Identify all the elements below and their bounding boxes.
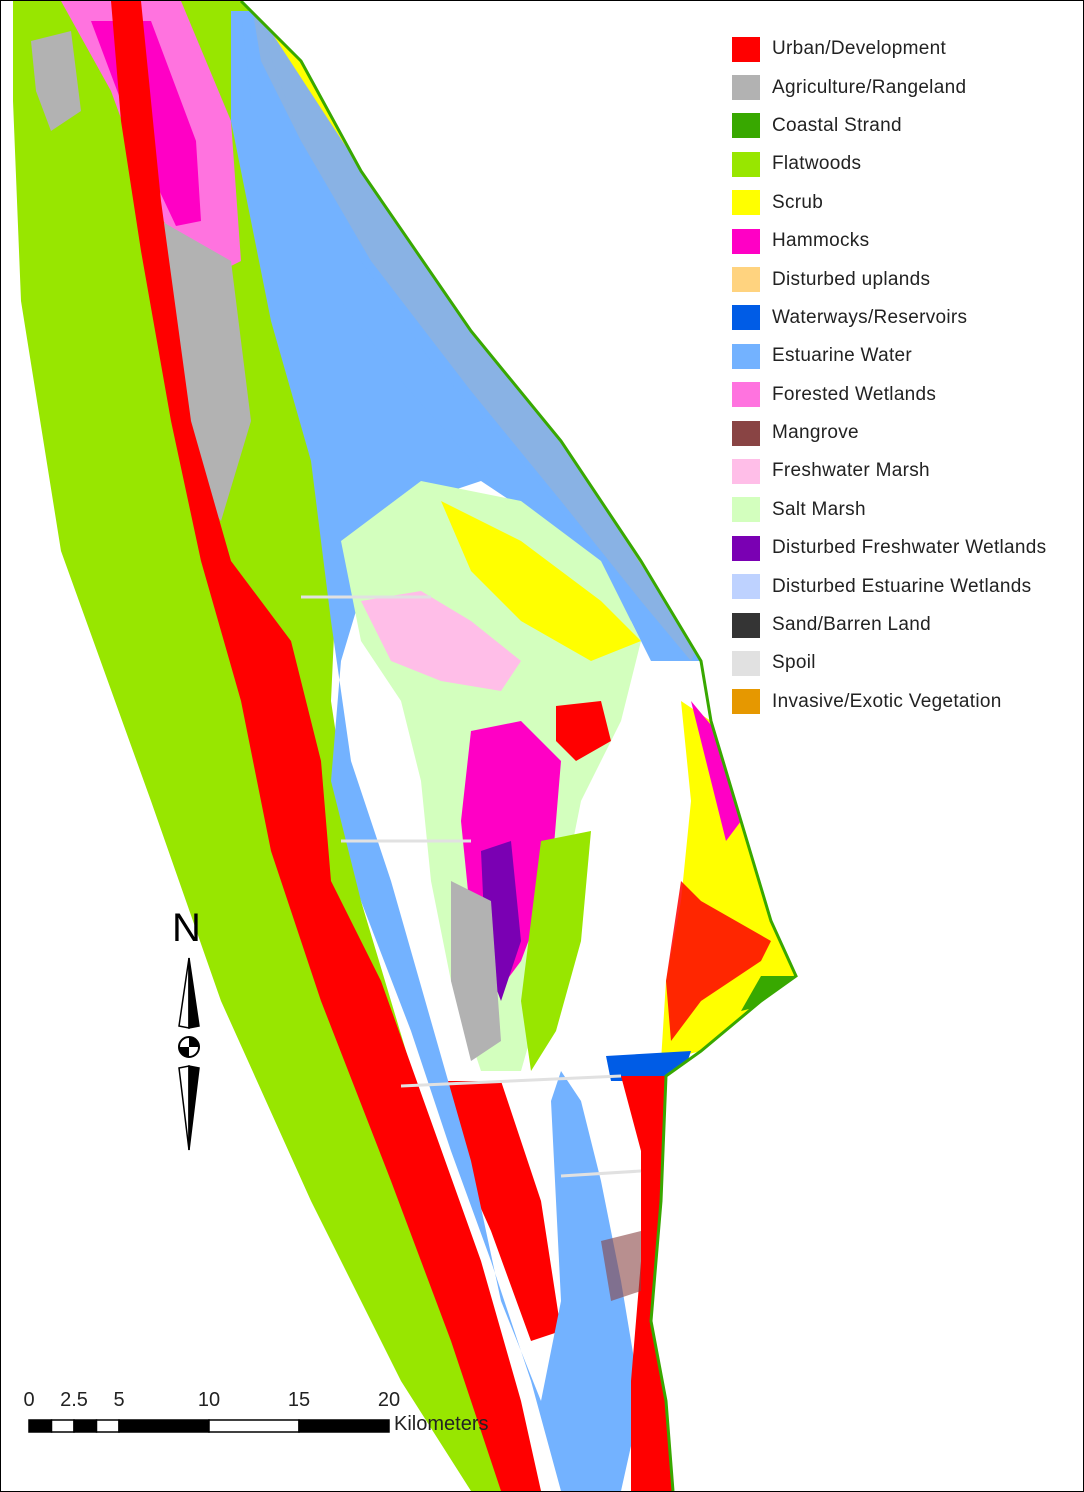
north-arrow-icon xyxy=(178,957,200,1151)
legend-swatch xyxy=(732,151,760,177)
south-barrier-mangrove xyxy=(601,1231,641,1301)
urban-central-hub xyxy=(556,701,611,761)
legend-swatch xyxy=(732,343,760,369)
scale-tick-label: 20 xyxy=(377,1389,401,1411)
freshwater-marsh-area xyxy=(361,591,521,691)
legend-label: Invasive/Exotic Vegetation xyxy=(772,690,1002,712)
scale-tick-label: 10 xyxy=(197,1389,221,1411)
legend-swatch xyxy=(732,36,760,62)
causeway-4 xyxy=(560,1169,642,1178)
south-barrier-urban xyxy=(621,1076,673,1491)
legend-item: Freshwater Marsh xyxy=(732,452,1046,490)
scale-units-label: Kilometers xyxy=(394,1413,489,1435)
legend-swatch xyxy=(732,612,760,638)
legend-swatch xyxy=(732,267,760,293)
legend-swatch xyxy=(732,190,760,216)
agri-patch-north xyxy=(161,221,251,521)
legend-label: Disturbed Estuarine Wetlands xyxy=(772,575,1032,597)
scale-bar-segment xyxy=(50,1419,75,1433)
legend-swatch xyxy=(732,75,760,101)
legend-swatch xyxy=(732,574,760,600)
legend-label: Coastal Strand xyxy=(772,114,902,136)
legend-item: Mangrove xyxy=(732,414,1046,452)
scale-bar-segment xyxy=(298,1419,390,1433)
legend-label: Salt Marsh xyxy=(772,498,866,520)
legend-label: Mangrove xyxy=(772,422,859,444)
legend-item: Estuarine Water xyxy=(732,337,1046,375)
estuarine-lagoon-main xyxy=(231,11,641,1491)
causeway-3 xyxy=(400,1074,622,1088)
legend-swatch xyxy=(732,305,760,331)
legend-label: Disturbed uplands xyxy=(772,268,931,290)
legend-item: Waterways/Reservoirs xyxy=(732,299,1046,337)
ocean-coastline xyxy=(239,1,798,1491)
legend-label: Spoil xyxy=(772,652,816,674)
scale-bar-graphic xyxy=(28,1419,390,1433)
legend-swatch xyxy=(732,497,760,523)
scale-bar-segment xyxy=(208,1419,300,1433)
north-barrier-island xyxy=(251,1,701,661)
legend-item: Forested Wetlands xyxy=(732,376,1046,414)
legend-item: Agriculture/Rangeland xyxy=(732,68,1046,106)
agri-central xyxy=(451,881,501,1061)
legend-label: Freshwater Marsh xyxy=(772,460,930,482)
legend-label: Agriculture/Rangeland xyxy=(772,76,967,98)
legend-swatch xyxy=(732,420,760,446)
legend-item: Hammocks xyxy=(732,222,1046,260)
scale-bar-segment xyxy=(73,1419,98,1433)
legend-item: Spoil xyxy=(732,644,1046,682)
scale-bar-segment xyxy=(95,1419,120,1433)
agri-patch-west xyxy=(31,31,81,131)
legend-item: Coastal Strand xyxy=(732,107,1046,145)
cape-hammock-edge xyxy=(691,701,741,841)
scale-tick-label: 0 xyxy=(23,1389,35,1411)
legend-item: Salt Marsh xyxy=(732,491,1046,529)
scrub-central xyxy=(441,501,641,661)
legend-label: Waterways/Reservoirs xyxy=(772,306,968,328)
legend-item: Scrub xyxy=(732,184,1046,222)
flatwoods-central xyxy=(521,831,591,1071)
legend-swatch xyxy=(732,382,760,408)
legend-item: Disturbed Estuarine Wetlands xyxy=(732,567,1046,605)
legend-label: Hammocks xyxy=(772,230,870,252)
legend-item: Urban/Development xyxy=(732,30,1046,68)
cape-urban-band xyxy=(666,881,771,1041)
scale-tick-label: 5 xyxy=(113,1389,125,1411)
legend-label: Sand/Barren Land xyxy=(772,614,932,636)
urban-west-coast xyxy=(111,1,541,1491)
north-letter: N xyxy=(172,906,201,950)
legend-swatch xyxy=(732,228,760,254)
legend-swatch xyxy=(732,535,760,561)
legend-swatch xyxy=(732,689,760,715)
legend-swatch xyxy=(732,458,760,484)
legend-label: Estuarine Water xyxy=(772,345,913,367)
atlantic-ocean xyxy=(241,1,1083,1491)
scale-tick-label: 2.5 xyxy=(60,1389,88,1411)
scale-bar-segment xyxy=(28,1419,53,1433)
legend-item: Sand/Barren Land xyxy=(732,606,1046,644)
legend-label: Forested Wetlands xyxy=(772,383,937,405)
legend-swatch xyxy=(732,650,760,676)
scale-bar-segment xyxy=(118,1419,210,1433)
legend-label: Scrub xyxy=(772,191,824,213)
legend-label: Urban/Development xyxy=(772,38,947,60)
legend-item: Flatwoods xyxy=(732,145,1046,183)
legend-swatch xyxy=(732,113,760,139)
scale-tick-label: 15 xyxy=(287,1389,311,1411)
legend-item: Disturbed uplands xyxy=(732,260,1046,298)
legend-label: Flatwoods xyxy=(772,153,862,175)
legend-item: Disturbed Freshwater Wetlands xyxy=(732,529,1046,567)
urban-inland-strip xyxy=(441,1081,561,1341)
legend-label: Disturbed Freshwater Wetlands xyxy=(772,537,1047,559)
legend-item: Invasive/Exotic Vegetation xyxy=(732,683,1046,721)
